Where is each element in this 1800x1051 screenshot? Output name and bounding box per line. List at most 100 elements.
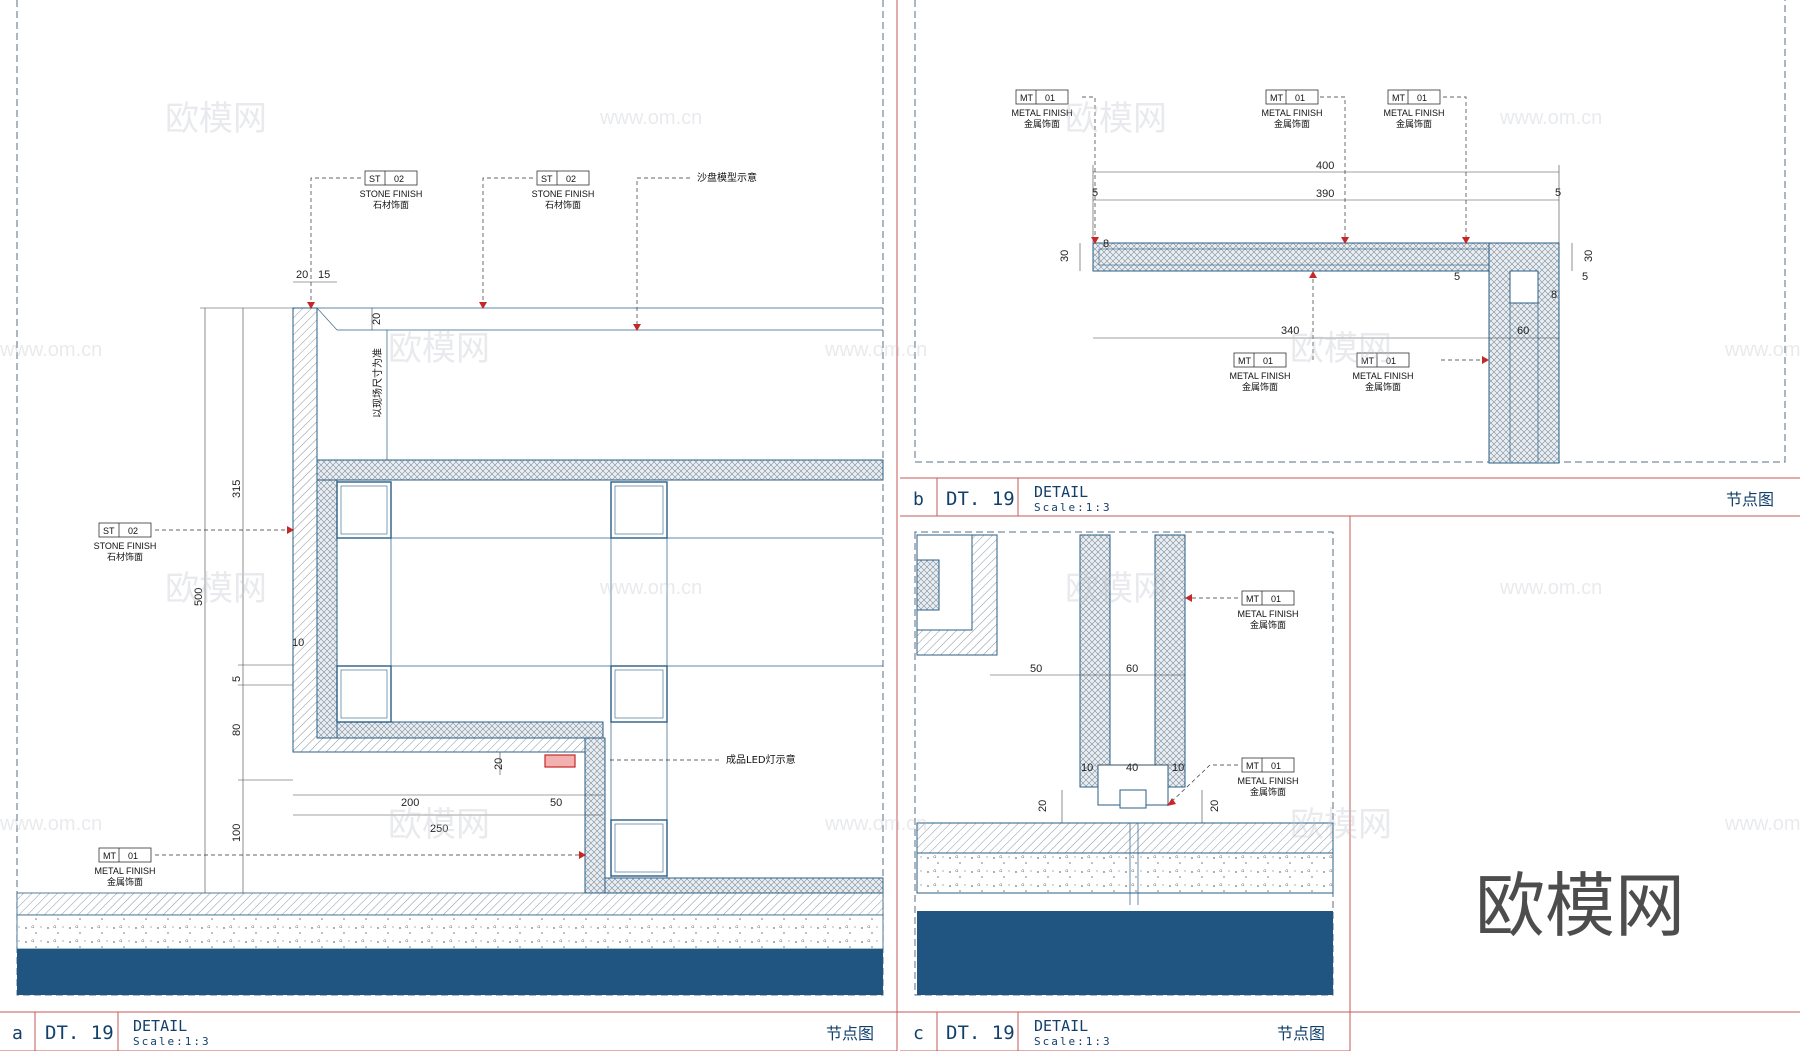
floor-screed-c	[916, 822, 1334, 854]
dim-c-3: 40	[1126, 762, 1138, 774]
dim-a-3: 315	[231, 480, 243, 498]
panel-b-drawing: 400 390 5 5 30 30 8 8 5 5 340 60	[1059, 96, 1595, 464]
detail-title-a: DETAIL	[133, 1017, 187, 1035]
detail-title-c: DETAIL	[1034, 1017, 1088, 1035]
panel-letter-a: a	[12, 1023, 23, 1044]
wm-url-2: www.om.cn	[599, 577, 702, 599]
dim-a-2: 20	[371, 313, 383, 325]
dim-a-8: 100	[231, 824, 243, 842]
dim-b-8: 5	[1454, 271, 1460, 283]
note-sandtable: 沙盘模型示意	[697, 171, 757, 184]
wm-url-8: www.om.cn	[1724, 813, 1800, 835]
wm-url-1: www.om.cn	[599, 107, 702, 129]
tag-code: MT	[1020, 93, 1033, 103]
tag-number: 01	[1417, 93, 1427, 103]
dim-a-9: 20	[493, 758, 505, 770]
metal-frame-post	[584, 737, 606, 894]
wm-8: 欧模网	[1290, 805, 1392, 845]
detail-id-c: DT. 19	[946, 1022, 1015, 1044]
tag-cn-label: 石材饰面	[107, 551, 143, 562]
dim-a-4: 500	[193, 588, 205, 606]
metal-post-c-left	[1079, 534, 1111, 788]
dim-b-3: 5	[1555, 187, 1561, 199]
floor-concrete-a	[16, 914, 884, 950]
floor-screed-a	[16, 892, 884, 916]
led-c	[1119, 789, 1147, 809]
dim-b-11: 60	[1517, 325, 1529, 337]
tube-3	[336, 665, 392, 723]
dim-a-6: 5	[231, 676, 243, 682]
dim-b-1: 390	[1316, 188, 1334, 200]
wm-url-9: www.om.cn	[0, 339, 102, 361]
detail-cn-title-c: 节点图	[1277, 1024, 1325, 1043]
tag-code: MT	[1392, 93, 1405, 103]
dim-c-4: 10	[1172, 762, 1184, 774]
tag-cn-label: 金属饰面	[1274, 118, 1310, 129]
wm-1: 欧模网	[165, 99, 267, 139]
wm-url-10: www.om.cn	[0, 813, 102, 835]
tag-code: MT	[1270, 93, 1283, 103]
dim-a-12: 250	[430, 823, 448, 835]
detail-id-a: DT. 19	[45, 1022, 114, 1044]
tag-code: MT	[1246, 761, 1259, 771]
tag-number: 01	[1271, 761, 1281, 771]
tube-5	[610, 819, 668, 877]
dim-c-0: 50	[1030, 663, 1042, 675]
tag-en-label: METAL FINISH	[1237, 776, 1298, 786]
wm-url-7: www.om.cn	[1724, 339, 1800, 361]
detail-cn-title-a: 节点图	[826, 1024, 874, 1043]
tag-number: 01	[1045, 93, 1055, 103]
dim-b-0: 400	[1316, 160, 1334, 172]
tag-number: 02	[128, 526, 138, 536]
detail-scale-a: Scale:1:3	[133, 1035, 211, 1048]
tag-code: MT	[103, 851, 116, 861]
dim-a-5: 10	[292, 637, 304, 649]
watermarks: 欧模网 欧模网 欧模网 欧模网 欧模网 欧模网 欧模网 欧模网 www.om.c…	[0, 99, 1800, 845]
dim-a-10: 200	[401, 797, 419, 809]
tag-cn-label: 金属饰面	[1250, 786, 1286, 797]
tube-2	[610, 481, 668, 539]
dim-a-0: 20	[296, 269, 308, 281]
tag-cn-label: 金属饰面	[1024, 118, 1060, 129]
detail-scale-b: Scale:1:3	[1034, 501, 1112, 514]
metal-post-c-right	[1154, 534, 1186, 788]
dim-c-5: 20	[1037, 800, 1049, 812]
tag-en-label: METAL FINISH	[1383, 108, 1444, 118]
dim-a-7: 80	[231, 724, 243, 736]
dim-b-9: 5	[1582, 271, 1588, 283]
tag-number: 01	[1386, 356, 1396, 366]
tag-code: ST	[369, 174, 381, 184]
brand-logo: 欧模网	[1475, 865, 1685, 947]
title-block-c: c DT. 19 DETAIL Scale:1:3 节点图	[900, 1012, 1350, 1051]
title-block-a: a DT. 19 DETAIL Scale:1:3 节点图	[0, 1012, 897, 1051]
detail-cn-title-b: 节点图	[1726, 490, 1774, 509]
detail-title-b: DETAIL	[1034, 483, 1088, 501]
wm-url-6: www.om.cn	[1499, 577, 1602, 599]
wm-4: 欧模网	[388, 805, 490, 845]
tag-code: ST	[103, 526, 115, 536]
tag-code: MT	[1246, 594, 1259, 604]
tag-en-label: METAL FINISH	[1352, 371, 1413, 381]
tag-cn-label: 金属饰面	[1365, 381, 1401, 392]
tag-en-label: STONE FINISH	[94, 541, 157, 551]
tag-code: MT	[1238, 356, 1251, 366]
dim-c-2: 10	[1081, 762, 1093, 774]
dim-c-6: 20	[1209, 800, 1221, 812]
metal-frame-top	[316, 459, 884, 481]
tag-number: 01	[128, 851, 138, 861]
wm-url-5: www.om.cn	[1499, 107, 1602, 129]
tag-en-label: STONE FINISH	[532, 189, 595, 199]
tag-cn-label: 金属饰面	[107, 876, 143, 887]
floor-slab-c	[917, 911, 1333, 995]
tag-en-label: METAL FINISH	[1237, 609, 1298, 619]
title-block-b: b DT. 19 DETAIL Scale:1:3 节点图	[900, 478, 1800, 517]
